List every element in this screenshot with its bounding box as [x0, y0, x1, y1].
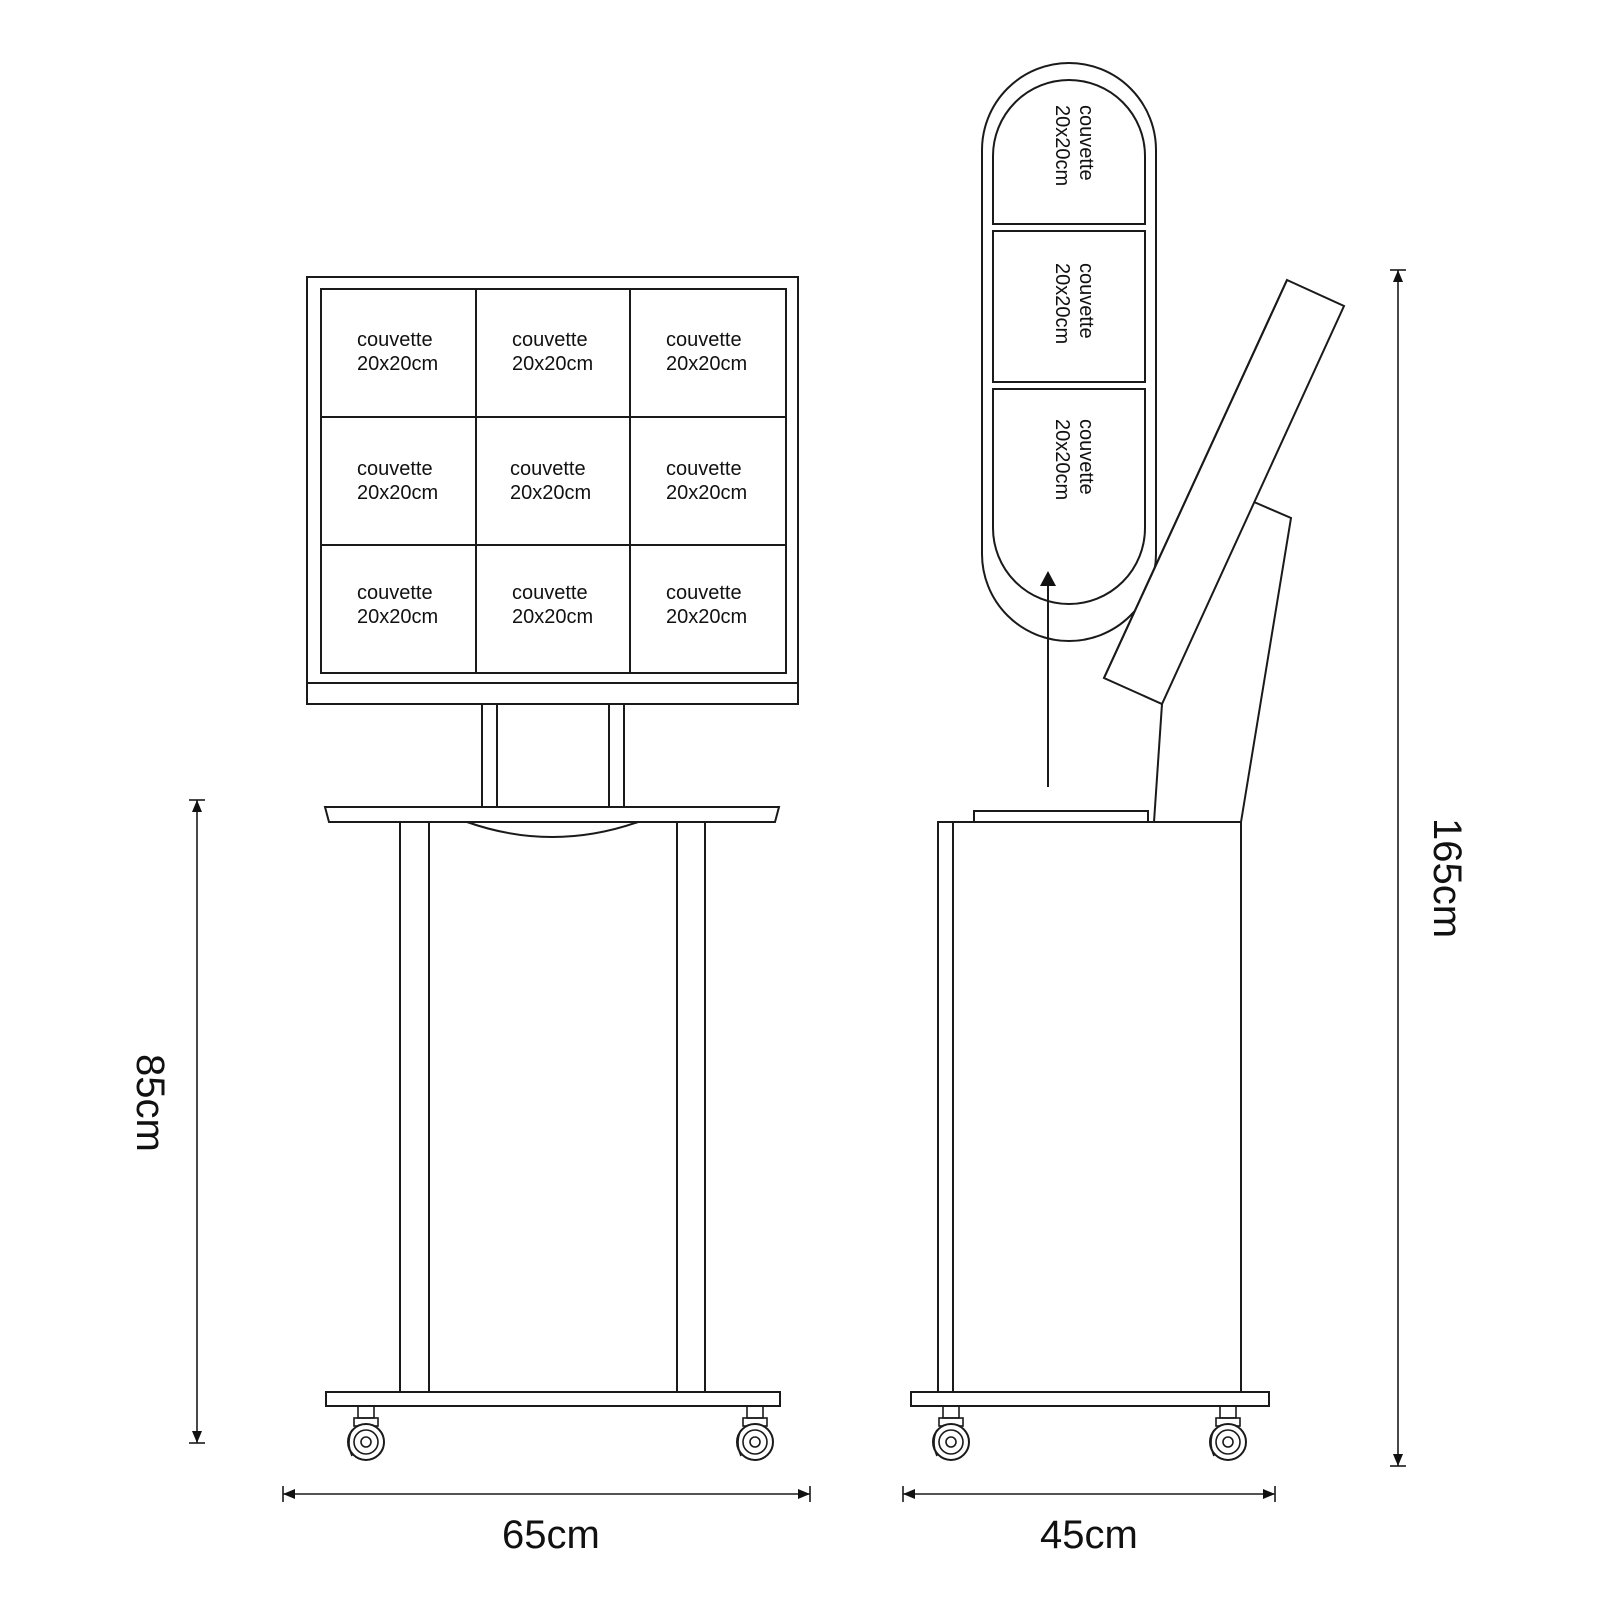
front-cell-label: couvette	[512, 329, 588, 351]
front-cell: couvette 20x20cm	[666, 458, 747, 504]
tray-compartment-middle	[992, 230, 1146, 383]
front-grid-border	[320, 288, 787, 674]
front-tabletop-underside-curve	[466, 821, 639, 838]
front-cell-label: couvette	[512, 582, 588, 604]
front-cell-size: 20x20cm	[512, 606, 593, 628]
front-view: couvette 20x20cm couvette 20x20cm couvet…	[306, 276, 799, 1461]
front-tabletop	[323, 806, 781, 823]
front-leg-left	[399, 821, 430, 1393]
front-cell: couvette 20x20cm	[512, 329, 593, 375]
tray-cell: couvette 20x20cm	[1051, 419, 1097, 500]
front-cell-label: couvette	[510, 458, 586, 480]
dim-165-arrow-top	[1393, 270, 1403, 282]
front-cell: couvette 20x20cm	[666, 329, 747, 375]
dim-85-arrow-bottom	[192, 1431, 202, 1443]
side-display-face-line	[1103, 279, 1288, 679]
front-cell-label: couvette	[666, 582, 742, 604]
dim-45-label: 45cm	[1040, 1513, 1138, 1557]
side-display-panel	[1102, 278, 1346, 706]
front-cell-size: 20x20cm	[666, 353, 747, 375]
front-base-plate	[325, 1391, 781, 1407]
front-leg-right	[676, 821, 706, 1393]
front-cell: couvette 20x20cm	[357, 458, 438, 504]
front-support-post-left	[481, 703, 498, 808]
tray-cell-label: couvette	[1075, 263, 1097, 339]
dimension-85: 85cm	[128, 799, 205, 1444]
side-caster-right	[1209, 1405, 1247, 1461]
front-cell: couvette 20x20cm	[357, 582, 438, 628]
front-cell: couvette 20x20cm	[510, 458, 591, 504]
tray-compartment-top	[992, 79, 1146, 225]
side-caster-left	[932, 1405, 970, 1461]
side-cabinet-door	[937, 821, 954, 1393]
tray-cell: couvette 20x20cm	[1051, 105, 1097, 186]
dim-65-label: 65cm	[502, 1513, 600, 1557]
tray-compartment-bottom	[992, 388, 1146, 605]
front-cell-size: 20x20cm	[510, 482, 591, 504]
tray-cell-size: 20x20cm	[1051, 105, 1073, 186]
front-cell-size: 20x20cm	[666, 482, 747, 504]
dim-85-label: 85cm	[128, 1054, 172, 1152]
side-cabinet-body	[952, 821, 1242, 1393]
tray-cell-label: couvette	[1075, 105, 1097, 181]
front-cell: couvette 20x20cm	[357, 329, 438, 375]
front-cell-size: 20x20cm	[357, 482, 438, 504]
front-cell-size: 20x20cm	[666, 606, 747, 628]
front-cell-size: 20x20cm	[512, 353, 593, 375]
front-cell: couvette 20x20cm	[512, 582, 593, 628]
front-cell: couvette 20x20cm	[666, 582, 747, 628]
dimension-165: 165cm	[1390, 269, 1469, 1467]
front-display-frame	[306, 276, 799, 705]
dimension-65: 65cm	[282, 1486, 811, 1557]
dim-65-arrow-right	[798, 1489, 810, 1499]
front-cell-size: 20x20cm	[357, 353, 438, 375]
front-cell-label: couvette	[666, 458, 742, 480]
dim-45-arrow-left	[903, 1489, 915, 1499]
side-view: couvette 20x20cm couvette 20x20cm couvet…	[910, 62, 1346, 1461]
front-caster-right	[736, 1405, 774, 1461]
tray-cell: couvette 20x20cm	[1051, 263, 1097, 344]
front-cell-size: 20x20cm	[357, 606, 438, 628]
side-tray-top	[973, 810, 1149, 823]
front-cell-label: couvette	[357, 582, 433, 604]
dim-45-arrow-right	[1263, 1489, 1275, 1499]
tray-cell-size: 20x20cm	[1051, 419, 1073, 500]
front-caster-left	[347, 1405, 385, 1461]
dim-165-label: 165cm	[1425, 818, 1469, 938]
dim-85-arrow-top	[192, 800, 202, 812]
dimension-45: 45cm	[902, 1486, 1276, 1557]
front-cell-label: couvette	[357, 329, 433, 351]
front-cell-label: couvette	[357, 458, 433, 480]
tray-cell-label: couvette	[1075, 419, 1097, 495]
tray-outer-outline	[981, 62, 1157, 642]
tray-cell-size: 20x20cm	[1051, 263, 1073, 344]
dim-165-arrow-bottom	[1393, 1454, 1403, 1466]
side-base-plate	[910, 1391, 1270, 1407]
dim-65-arrow-left	[283, 1489, 295, 1499]
tray-arrow-head	[1040, 571, 1056, 586]
front-support-post-right	[608, 703, 625, 808]
side-display-neck	[1153, 703, 1163, 823]
side-display-support	[1240, 501, 1293, 823]
front-cell-label: couvette	[666, 329, 742, 351]
